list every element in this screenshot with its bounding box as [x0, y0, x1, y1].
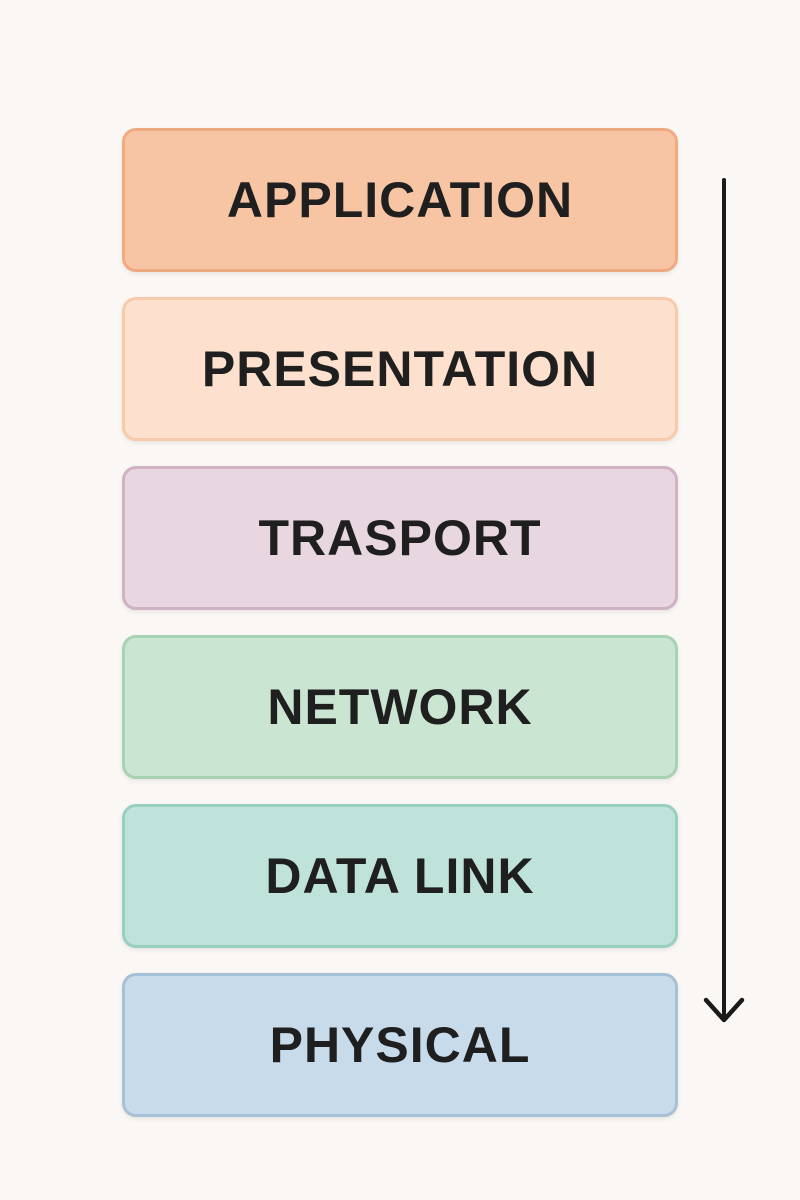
layer-application: APPLICATION	[122, 128, 678, 272]
layer-label: DATA LINK	[265, 848, 535, 904]
layer-label: NETWORK	[267, 679, 533, 735]
arrow-head	[703, 997, 745, 1023]
layer-label: PHYSICAL	[269, 1017, 531, 1073]
layer-transport: TRASPORT	[122, 466, 678, 610]
layer-label: TRASPORT	[258, 510, 542, 566]
layer-presentation: PRESENTATION	[122, 297, 678, 441]
layer-data-link: DATA LINK	[122, 804, 678, 948]
downward-arrow-icon	[703, 178, 745, 1023]
layer-label: PRESENTATION	[201, 341, 599, 397]
layer-physical: PHYSICAL	[122, 973, 678, 1117]
layer-network: NETWORK	[122, 635, 678, 779]
layer-label: APPLICATION	[226, 172, 574, 228]
